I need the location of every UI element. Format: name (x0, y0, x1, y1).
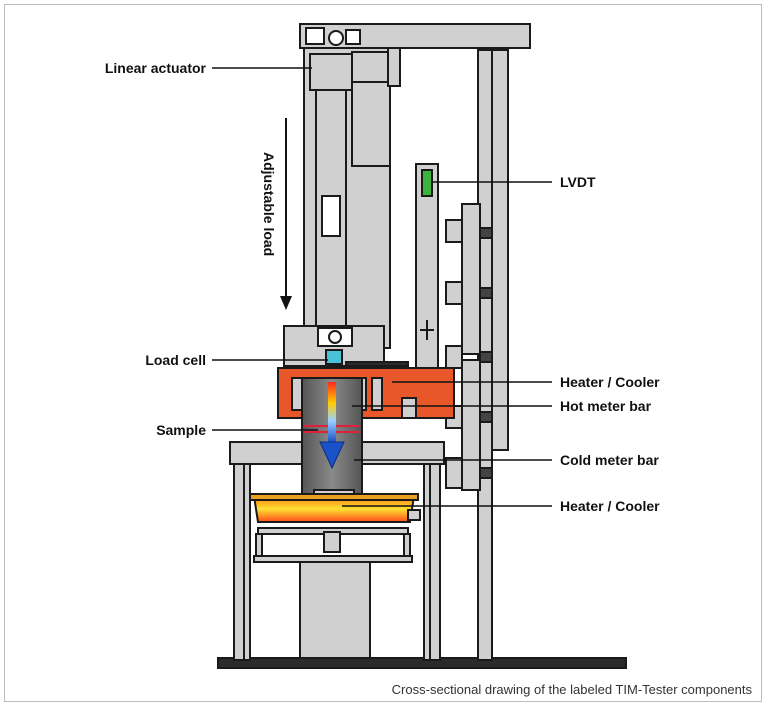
beam-cap-left (305, 27, 325, 45)
figure-caption: Cross-sectional drawing of the labeled T… (391, 682, 752, 697)
base-plate (217, 657, 627, 669)
carriage-plate (345, 361, 409, 367)
actuator-motor (351, 81, 391, 167)
right-column-inner (491, 49, 509, 451)
heat-flow-shaft (328, 382, 336, 442)
clamp-knob-3 (445, 345, 463, 369)
label-cold-meter-bar: Cold meter bar (560, 452, 659, 468)
label-heater-cooler-bottom: Heater / Cooler (560, 498, 660, 514)
heater-tray-tab (407, 509, 421, 521)
label-sample: Sample (156, 422, 206, 438)
leg-left-inner (243, 463, 251, 661)
leg-right-outer (429, 463, 441, 661)
clamp-knob-5 (445, 457, 463, 489)
clamp-block-lower (461, 359, 481, 491)
carriage-bolt-icon (328, 330, 342, 344)
clamp-block-upper (461, 203, 481, 355)
load-cell-sensor (325, 349, 343, 365)
label-heater-cooler-top: Heater / Cooler (560, 374, 660, 390)
clamp-pin-3 (479, 351, 493, 363)
label-linear-actuator: Linear actuator (105, 60, 207, 76)
actuator-bracket (387, 47, 401, 87)
label-hot-meter-bar: Hot meter bar (560, 398, 652, 414)
clamp-knob-1 (445, 219, 463, 243)
clamp-pin-5 (479, 467, 493, 479)
heater-block-tab (401, 397, 417, 419)
clamp-pin-2 (479, 287, 493, 299)
clamp-pin-1 (479, 227, 493, 239)
actuator-motor-top (351, 51, 391, 83)
heat-flow-arrow-icon (319, 441, 345, 470)
label-adjustable-load: Adjustable load (261, 152, 277, 256)
beam-bolt-icon (328, 30, 344, 46)
actuator-rod-window (321, 195, 341, 237)
pedestal (299, 561, 371, 659)
heater-slot-left-1 (291, 377, 303, 411)
jack-post-right (403, 533, 411, 557)
heater-slot-right-2 (371, 377, 383, 411)
heater-tray-rim (249, 493, 419, 501)
clamp-pin-4 (479, 411, 493, 423)
leg-left-outer (233, 463, 245, 661)
label-lvdt: LVDT (560, 174, 596, 190)
lvdt-sensor (421, 169, 433, 197)
beam-cap-right (345, 29, 361, 45)
jack-screw (323, 531, 341, 553)
label-load-cell: Load cell (145, 352, 206, 368)
jack-post-left (255, 533, 263, 557)
load-arrow-head-icon (280, 296, 292, 310)
clamp-knob-2 (445, 281, 463, 305)
